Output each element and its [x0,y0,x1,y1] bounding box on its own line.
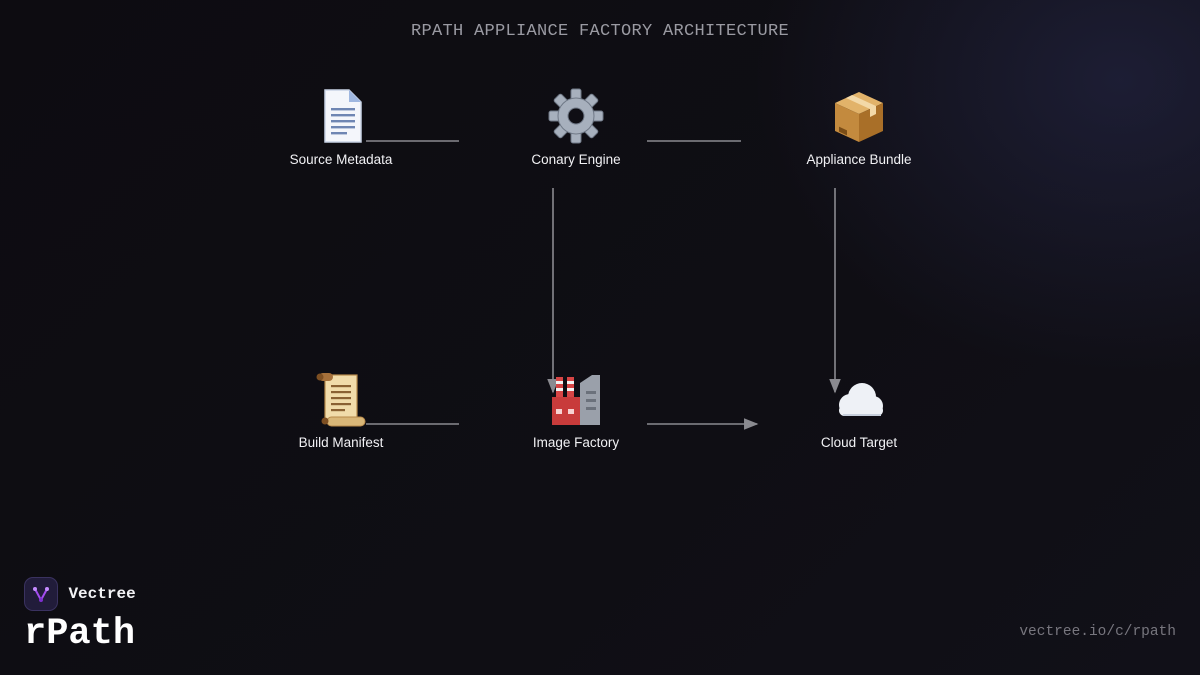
company-name: Vectree [68,585,136,603]
footer-url[interactable]: vectree.io/c/rpath [1019,624,1176,640]
gear-icon [548,88,604,144]
node-source-metadata[interactable]: Source Metadata [261,86,421,167]
product-name: rPath [24,613,136,655]
diagram-title: RPATH APPLIANCE FACTORY ARCHITECTURE [410,22,790,41]
node-label: Build Manifest [298,435,384,450]
package-icon [835,92,883,142]
cloud-icon [839,383,883,416]
node-cloud-target[interactable]: Cloud Target [779,369,939,450]
node-build-manifest[interactable]: Build Manifest [261,369,421,450]
scroll-icon [316,373,366,427]
node-label: Image Factory [532,435,620,450]
node-label: Conary Engine [531,152,621,167]
node-conary-engine[interactable]: Conary Engine [496,86,656,167]
factory-icon [552,375,600,425]
vectree-logo-icon [24,577,58,611]
node-appliance-bundle[interactable]: Appliance Bundle [779,86,939,167]
brand-block: Vectree rPath [24,577,244,655]
node-label: Cloud Target [820,435,898,450]
document-icon [324,89,362,143]
node-image-factory[interactable]: Image Factory [496,369,656,450]
node-label: Appliance Bundle [806,152,912,167]
node-label: Source Metadata [289,152,393,167]
